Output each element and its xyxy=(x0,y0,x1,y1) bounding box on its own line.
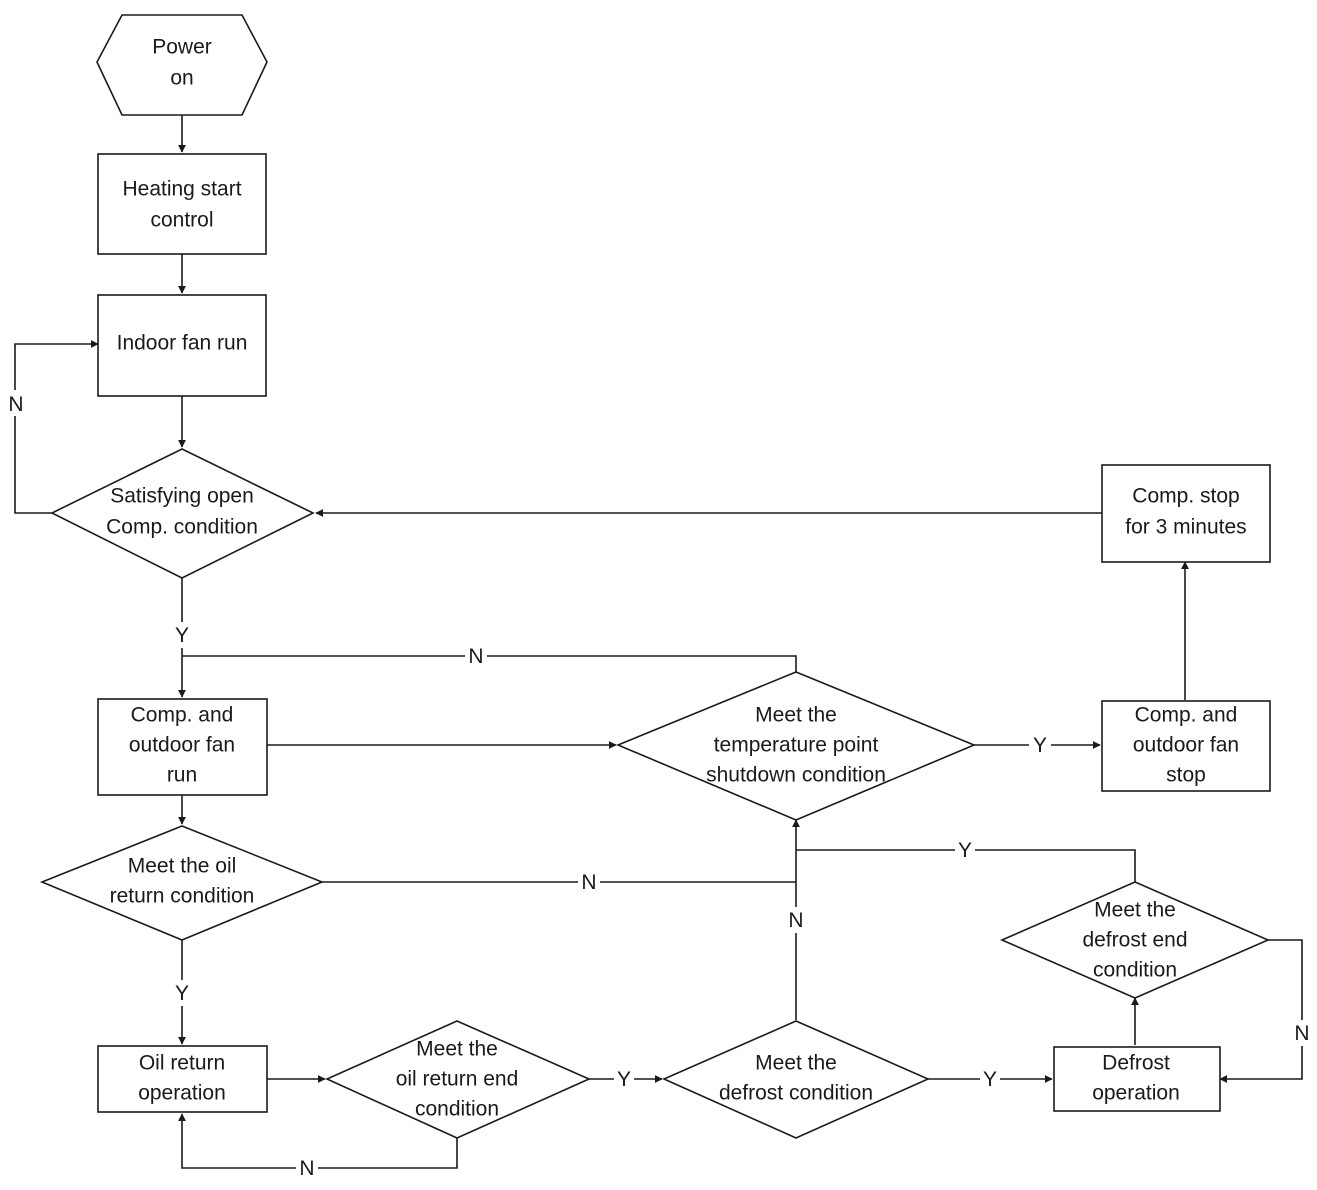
node-defrost-end xyxy=(999,881,1271,999)
edge-label-oil-cond-yes: Y xyxy=(175,982,189,1005)
label-indoor-fan: Indoor fan run xyxy=(117,332,248,355)
edge-label-oil-end-no: N xyxy=(299,1157,314,1180)
edge-oil-end-no xyxy=(178,1113,458,1169)
node-temp-shutdown xyxy=(615,671,977,821)
edge-label-satisfying-no: N xyxy=(8,393,23,416)
edge-temp-no-loop xyxy=(182,655,797,672)
node-defrost-cond xyxy=(662,1020,930,1139)
edge-label-oil-cond-no: N xyxy=(581,871,596,894)
node-oil-return-end xyxy=(325,1020,591,1139)
edge-labels: N Y N Y N Y Y N N Y Y N xyxy=(6,390,1313,1181)
edge-label-defrost-end-yes: Y xyxy=(958,839,972,862)
node-comp-stop-3min xyxy=(1101,464,1271,563)
edge-label-defrost-no: N xyxy=(788,909,803,932)
connectors xyxy=(14,115,1303,1169)
edge-label-defrost-end-no: N xyxy=(1294,1022,1309,1045)
node-comp-fan-stop xyxy=(1101,700,1271,792)
edge-defrost-end-yes xyxy=(796,849,1136,882)
edge-label-satisfying-yes: Y xyxy=(175,624,189,647)
shapes xyxy=(39,14,1271,1139)
edge-label-defrost-yes: Y xyxy=(983,1068,997,1091)
node-oil-return-cond xyxy=(39,825,325,941)
edge-label-oil-end-yes: Y xyxy=(617,1068,631,1091)
node-heating-start xyxy=(97,153,267,255)
edge-label-temp-no: N xyxy=(468,645,483,668)
node-power-on xyxy=(96,14,268,116)
node-defrost-op xyxy=(1053,1046,1221,1112)
node-indoor-fan xyxy=(97,294,267,397)
edge-satisfying-no-loop xyxy=(14,340,99,514)
node-oil-return-op xyxy=(97,1045,268,1113)
node-satisfying xyxy=(50,448,315,579)
node-comp-fan-run xyxy=(97,698,268,796)
edge-defrost-end-no xyxy=(1219,939,1303,1083)
edge-label-temp-yes: Y xyxy=(1033,734,1047,757)
